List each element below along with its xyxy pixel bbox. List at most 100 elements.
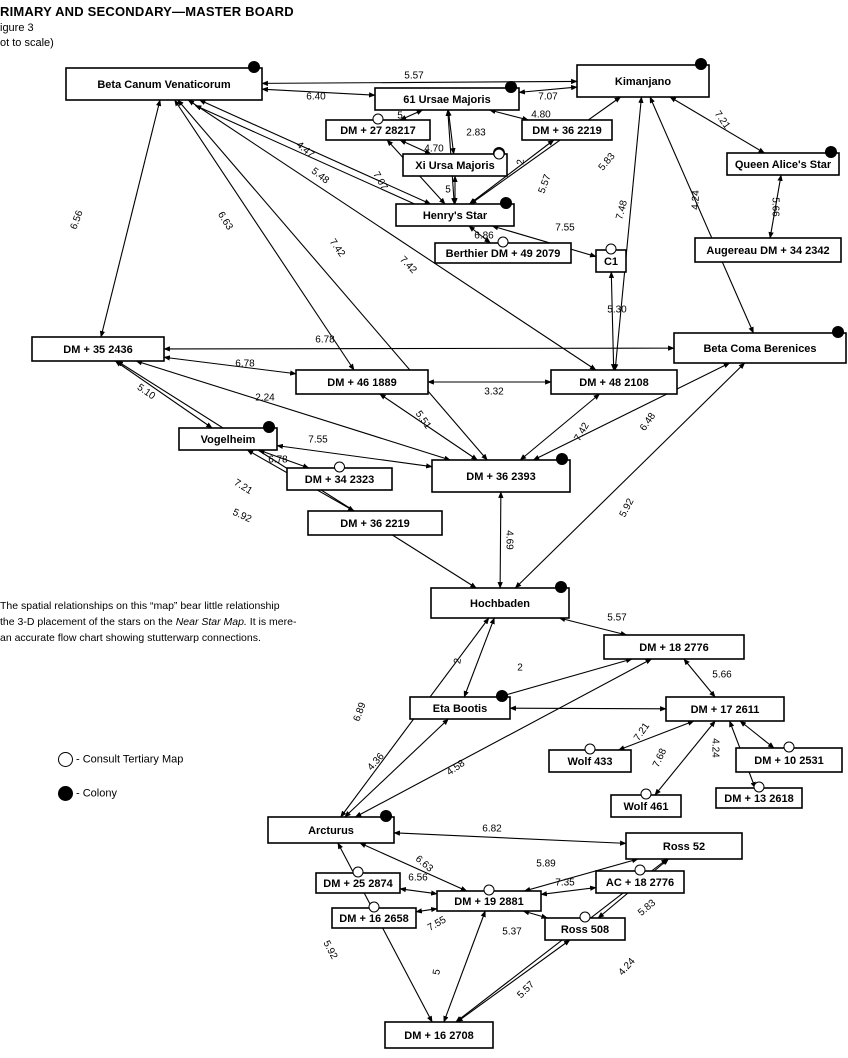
distance-label: 4.70	[424, 144, 444, 155]
star-node: DM + 35 2436	[31, 336, 165, 362]
scale-note: ot to scale)	[0, 37, 54, 49]
distance-label: 4.24	[709, 738, 720, 758]
star-node-label: DM + 35 2436	[63, 344, 132, 356]
star-node-label: Arcturus	[308, 825, 354, 837]
star-node-label: DM + 46 1889	[327, 377, 396, 389]
distance-label: 6.86	[474, 231, 494, 242]
connection-line	[617, 720, 695, 751]
tertiary-map-icon	[783, 741, 795, 753]
connection-line	[654, 720, 716, 796]
distance-label: 5.92	[320, 939, 339, 962]
star-node: Ross 508	[544, 911, 626, 941]
star-node: DM + 25 2874	[315, 866, 401, 894]
star-node: Hochbaden	[430, 581, 570, 619]
star-node-box	[31, 336, 165, 362]
distance-label: 7.55	[426, 914, 449, 933]
distance-label: 6.63	[215, 210, 235, 233]
star-node-box	[402, 153, 508, 177]
star-node: DM + 48 2108	[550, 369, 678, 395]
tertiary-map-icon	[352, 866, 364, 878]
legend-tertiary: - Consult Tertiary Map	[58, 752, 183, 767]
star-node: Berthier DM + 49 2079	[434, 236, 572, 264]
distance-label: 7.21	[712, 109, 732, 132]
star-node-box	[267, 816, 395, 844]
distance-label: 4.36	[366, 751, 387, 773]
star-node-label: DM + 25 2874	[323, 878, 393, 890]
star-node-label: Hochbaden	[470, 598, 530, 610]
star-node-label: Vogelheim	[201, 434, 256, 446]
star-node-label: Wolf 461	[623, 801, 668, 813]
star-node-box	[409, 696, 511, 720]
note-line-2-title: Near Star Map.	[175, 616, 247, 628]
star-node-label: DM + 17 2611	[691, 704, 760, 716]
distance-label: 6.40	[306, 92, 326, 103]
connection-line	[379, 393, 478, 461]
star-node-label: Xi Ursa Majoris	[415, 160, 494, 172]
star-node-label: Ross 508	[561, 924, 609, 936]
tertiary-map-icon	[493, 148, 505, 160]
distance-label: 5.83	[597, 151, 618, 173]
colony-icon	[825, 146, 837, 158]
distance-label: 4.24	[690, 190, 702, 210]
star-node: Wolf 433	[548, 743, 632, 773]
star-node-label: Kimanjano	[615, 76, 672, 88]
distance-label: 5.37	[502, 927, 522, 938]
connection-line	[518, 84, 578, 95]
distance-label: 6.78	[235, 359, 255, 370]
star-node-box	[550, 369, 678, 395]
star-node-label: Eta Bootis	[433, 703, 487, 715]
connection-line	[261, 78, 578, 86]
distance-label: 5	[431, 968, 443, 976]
star-node-label: DM + 27 28217	[340, 125, 416, 137]
connection-line	[163, 345, 675, 352]
colony-icon	[500, 197, 512, 209]
star-node: DM + 36 2393	[431, 453, 571, 493]
star-node-label: DM + 19 2881	[454, 896, 523, 908]
star-node-label: DM + 18 2776	[639, 642, 708, 654]
star-node: DM + 27 28217	[325, 113, 431, 141]
distance-label: 2	[517, 663, 523, 674]
page-title: RIMARY AND SECONDARY—MASTER BOARD	[0, 4, 294, 19]
star-node-box	[603, 634, 745, 660]
distance-label: 7.48	[614, 199, 630, 221]
star-node-box	[384, 1021, 494, 1049]
tertiary-map-icon	[634, 864, 646, 876]
star-node: Augereau DM + 34 2342	[694, 237, 842, 263]
connection-line	[488, 108, 529, 122]
connection-line	[613, 96, 644, 371]
star-node: AC + 18 2776	[595, 864, 685, 894]
legend-colony-label: - Colony	[76, 787, 117, 800]
star-node-box	[295, 369, 429, 395]
connection-line	[739, 720, 775, 749]
connection-line	[683, 658, 716, 698]
star-node-box	[665, 696, 785, 722]
connection-line	[276, 443, 433, 469]
distance-label: 5.48	[309, 166, 331, 187]
distance-label: 4.24	[617, 956, 638, 978]
connection-line	[261, 86, 376, 98]
star-node: DM + 17 2611	[665, 696, 785, 722]
star-node-label: Wolf 433	[567, 756, 612, 768]
colony-icon	[556, 453, 568, 465]
connection-line	[399, 886, 438, 896]
distance-label: 6.56	[69, 209, 86, 231]
connection-line	[187, 99, 597, 371]
connection-line	[163, 355, 297, 376]
open-circle-icon	[58, 752, 73, 767]
tertiary-map-icon	[483, 884, 495, 896]
star-node: Ross 52	[625, 832, 743, 860]
star-node: 61 Ursae Majoris	[374, 81, 520, 111]
star-node-box	[625, 832, 743, 860]
star-node-box	[576, 64, 710, 98]
distance-label: 5.92	[618, 497, 637, 520]
distance-label: 5.92	[231, 507, 254, 525]
distance-label: 6.89	[352, 701, 369, 723]
distance-label: 5.66	[712, 670, 732, 681]
star-node: Vogelheim	[178, 421, 278, 451]
star-node: DM + 46 1889	[295, 369, 429, 395]
tertiary-map-icon	[584, 743, 596, 755]
star-node-box	[694, 237, 842, 263]
connection-line	[99, 99, 162, 338]
tertiary-map-icon	[372, 113, 384, 125]
